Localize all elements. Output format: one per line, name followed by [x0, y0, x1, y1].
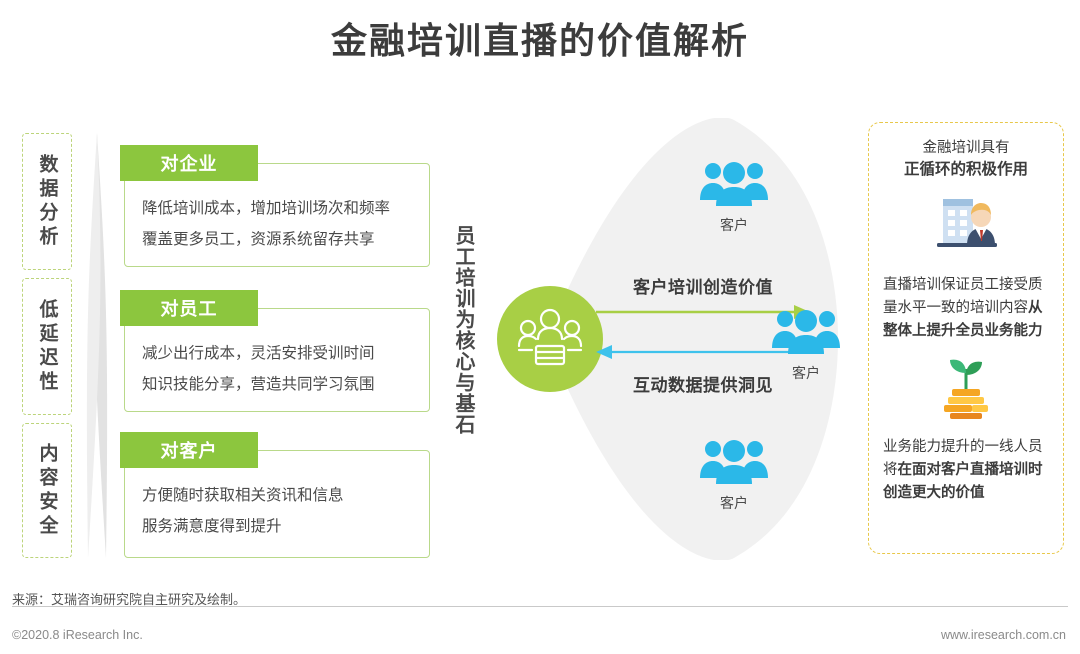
- card-header: 对员工: [120, 290, 258, 326]
- right-panel-head-line2: 正循环的积极作用: [903, 161, 1028, 178]
- businessman-building-icon-wrap: [879, 193, 1053, 264]
- card-header: 对客户: [120, 432, 258, 468]
- arrow-top-label: 客户培训创造价值: [633, 278, 773, 297]
- card-line: 知识技能分享，营造共同学习氛围: [142, 376, 375, 393]
- benefit-card-customer: 对客户 方便随时获取相关资讯和信息 服务满意度得到提升: [120, 432, 430, 558]
- card-line: 覆盖更多员工，资源系统留存共享: [142, 231, 375, 248]
- pillar-label: 低延迟性: [36, 298, 58, 395]
- pillar-label: 数据分析: [36, 153, 58, 250]
- card-lines: 方便随时获取相关资讯和信息 服务满意度得到提升: [142, 480, 416, 542]
- benefit-card-enterprise: 对企业 降低培训成本，增加培训场次和频率 覆盖更多员工，资源系统留存共享: [120, 145, 430, 267]
- core-group-badge: [497, 286, 603, 392]
- group-people-icon: [514, 306, 586, 373]
- page-title: 金融培训直播的价值解析: [330, 20, 749, 61]
- arrow-left-blue-icon: [594, 343, 812, 361]
- customer-node-caption: 客户: [792, 365, 820, 381]
- value-loop-diagram: 客户培训创造价值 互动数据提供洞见: [486, 117, 858, 561]
- center-vertical-caption: 员工培训为核心与基石: [452, 225, 486, 440]
- card-header-label: 对员工: [160, 299, 218, 319]
- customer-node-caption: 客户: [720, 495, 748, 511]
- arrow-bottom-label: 互动数据提供洞见: [633, 376, 773, 395]
- right-panel-text1-plain: 直播培训保证员工接受质量水平一致的培训内容: [883, 277, 1043, 316]
- card-body: [124, 450, 430, 558]
- businessman-building-icon: [927, 193, 1005, 264]
- card-header: 对企业: [120, 145, 258, 181]
- card-header-label: 对客户: [160, 441, 218, 461]
- card-line: 服务满意度得到提升: [142, 518, 282, 535]
- right-panel-text2-plain: 业务能力提升的一线人员将: [883, 439, 1043, 478]
- pillar-item-content-security: 内容安全: [22, 423, 72, 558]
- footer-divider: [12, 606, 1068, 607]
- card-line: 减少出行成本，灵活安排受训时间: [142, 345, 375, 362]
- sprout-coins-icon-wrap: [879, 355, 1053, 426]
- card-lines: 降低培训成本，增加培训场次和频率 覆盖更多员工，资源系统留存共享: [142, 193, 416, 255]
- pillar-item-data-analysis: 数据分析: [22, 133, 72, 270]
- benefit-card-employee: 对员工 减少出行成本，灵活安排受训时间 知识技能分享，营造共同学习氛围: [120, 290, 430, 412]
- footer-website: www.iresearch.com.cn: [940, 628, 1066, 642]
- leaf-backdrop-shape: [486, 117, 858, 561]
- center-caption-text: 员工培训为核心与基石: [452, 225, 474, 435]
- card-line: 方便随时获取相关资讯和信息: [142, 487, 344, 504]
- card-header-label: 对企业: [160, 154, 218, 174]
- customers-group-icon: [697, 440, 771, 490]
- customer-node-bottom: 客户: [682, 438, 786, 513]
- right-panel-text-block-1: 直播培训保证员工接受质量水平一致的培训内容从整体上提升全员业务能力: [879, 274, 1053, 343]
- footer-source: 来源：艾瑞咨询研究院自主研究及绘制。: [12, 592, 247, 607]
- right-panel-text1-bold: 从整体上提升全员业务能力: [883, 300, 1043, 339]
- pillar-item-low-latency: 低延迟性: [22, 278, 72, 415]
- right-panel-text2-bold: 在面对客户直播培训时创造更大的价值: [883, 462, 1043, 501]
- sprout-coins-icon: [930, 355, 1002, 426]
- gray-lens-decoration: [84, 133, 110, 558]
- footer-copyright: ©2020.8 iResearch Inc.: [12, 628, 143, 642]
- right-panel-text-block-2: 业务能力提升的一线人员将在面对客户直播培训时创造更大的价值: [879, 436, 1053, 505]
- card-lines: 减少出行成本，灵活安排受训时间 知识技能分享，营造共同学习氛围: [142, 338, 416, 400]
- right-panel-head: 金融培训具有 正循环的积极作用: [879, 137, 1053, 181]
- right-panel-head-line1: 金融培训具有: [922, 140, 1010, 156]
- customer-node-right: 客户: [754, 308, 858, 383]
- customer-node-top: 客户: [682, 160, 786, 235]
- pillar-list: 数据分析 低延迟性 内容安全: [22, 133, 74, 558]
- pillar-label: 内容安全: [36, 442, 58, 539]
- customer-node-caption: 客户: [720, 217, 748, 233]
- card-line: 降低培训成本，增加培训场次和频率: [142, 200, 391, 217]
- customers-group-icon: [769, 310, 843, 360]
- benefit-card-list: 对企业 降低培训成本，增加培训场次和频率 覆盖更多员工，资源系统留存共享 对员工…: [120, 140, 432, 560]
- customers-group-icon: [697, 162, 771, 212]
- right-conclusion-panel: 金融培训具有 正循环的积极作用: [868, 122, 1064, 554]
